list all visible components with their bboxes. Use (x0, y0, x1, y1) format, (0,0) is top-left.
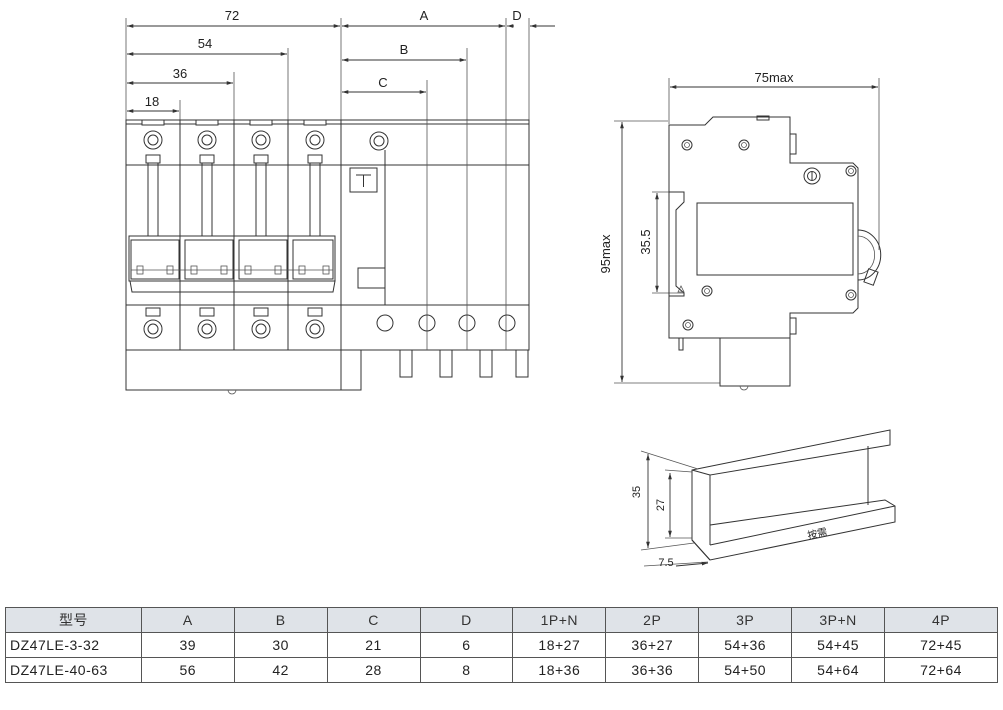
header-model: 型号 (5, 607, 142, 633)
cell: 42 (233, 657, 328, 683)
cell: 54+50 (698, 657, 793, 683)
leakage-module (349, 131, 529, 378)
cell: 56 (140, 657, 235, 683)
dim-35-5: 35.5 (638, 229, 653, 254)
cell: 72+45 (884, 632, 998, 658)
dim-95max: 95max (598, 234, 613, 274)
cell: 21 (326, 632, 421, 658)
dim-35: 35 (631, 486, 643, 498)
dim-54: 54 (198, 36, 212, 51)
handle-bar (128, 235, 336, 293)
pole-terminals (141, 119, 327, 339)
header-d: D (419, 607, 514, 633)
dim-75max: 75max (754, 70, 794, 85)
front-view: 72 54 36 18 A B C D (125, 8, 555, 395)
dim-72: 72 (225, 8, 239, 23)
header-4p: 4P (884, 607, 998, 633)
dim-7-5: 7.5 (658, 557, 673, 569)
cell: 54+64 (791, 657, 886, 683)
cell-model: DZ47LE-40-63 (5, 657, 142, 683)
dim-36: 36 (173, 66, 187, 81)
cell: 54+36 (698, 632, 793, 658)
cell: 54+45 (791, 632, 886, 658)
cell: 36+36 (605, 657, 700, 683)
cell: 30 (233, 632, 328, 658)
header-3pn: 3P+N (791, 607, 886, 633)
cell: 8 (419, 657, 514, 683)
dim-d: D (512, 8, 521, 23)
side-view: 75max 95max 35.5 (598, 70, 882, 391)
cell: 18+36 (512, 657, 607, 683)
cell-model: DZ47LE-3-32 (5, 632, 142, 658)
dimension-drawing: 72 54 36 18 A B C D (125, 8, 896, 569)
cell: 28 (326, 657, 421, 683)
dim-27: 27 (655, 499, 667, 511)
dim-18: 18 (145, 94, 159, 109)
dim-a: A (420, 8, 429, 23)
table-header-row: 型号 A B C D 1P+N 2P 3P 3P+N 4P (5, 607, 998, 633)
cell: 39 (140, 632, 235, 658)
header-b: B (233, 607, 328, 633)
header-3p: 3P (698, 607, 793, 633)
table-row: DZ47LE-40-63 56 42 28 8 18+36 36+36 54+5… (5, 657, 998, 683)
header-c: C (326, 607, 421, 633)
dim-c: C (378, 75, 387, 90)
spec-table: 型号 A B C D 1P+N 2P 3P 3P+N 4P DZ47LE-3-3… (5, 607, 998, 683)
cell: 18+27 (512, 632, 607, 658)
cell: 6 (419, 632, 514, 658)
cell: 36+27 (605, 632, 700, 658)
table-row: DZ47LE-3-32 39 30 21 6 18+27 36+27 54+36… (5, 632, 998, 658)
header-2p: 2P (605, 607, 700, 633)
din-rail-view: 35 27 7.5 按需 (631, 429, 896, 569)
header-1pn: 1P+N (512, 607, 607, 633)
dim-length: 按需 (806, 525, 828, 542)
dim-b: B (400, 42, 409, 57)
header-a: A (140, 607, 235, 633)
cell: 72+64 (884, 657, 998, 683)
